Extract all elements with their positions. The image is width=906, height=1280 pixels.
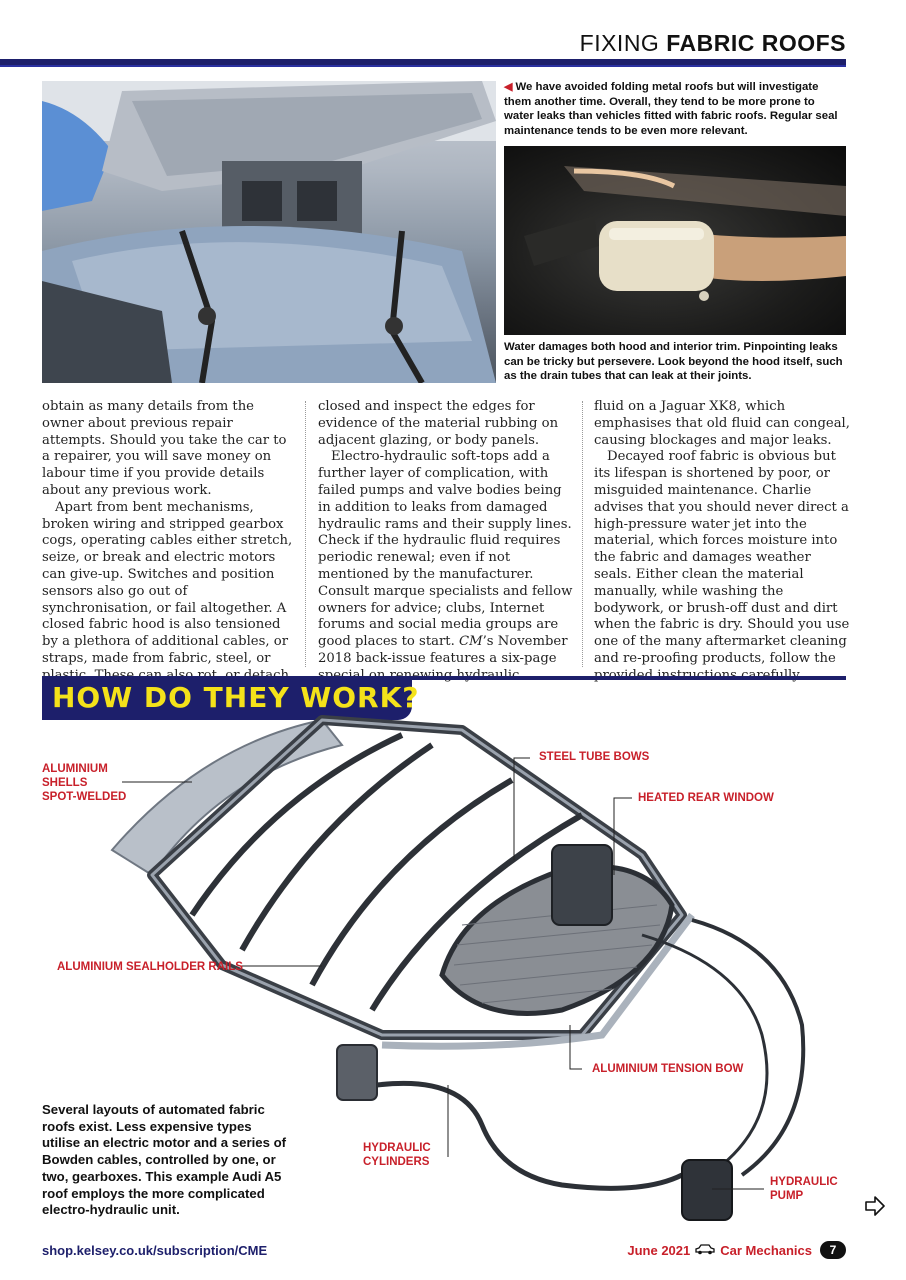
- header-title-bold: FABRIC ROOFS: [666, 30, 846, 56]
- label-steel-tube-bows: STEEL TUBE BOWS: [539, 751, 650, 763]
- car-icon-art: [695, 1243, 715, 1254]
- label-line: HYDRAULIC: [363, 1142, 431, 1154]
- label-line: ALUMINIUM: [42, 763, 108, 775]
- body-column-2: closed and inspect the edges for evidenc…: [318, 399, 574, 685]
- drain-tube-photo-art: [524, 166, 846, 301]
- footer-issue-info: June 2021 Car Mechanics 7: [627, 1241, 846, 1259]
- label-heated-rear-window: HEATED REAR WINDOW: [638, 792, 774, 804]
- body-column-1: obtain as many details from the owner ab…: [42, 399, 298, 718]
- paragraph: fluid on a Jaguar XK8, which emphasises …: [594, 399, 850, 448]
- label-line: PUMP: [770, 1190, 804, 1202]
- header-rule: [0, 59, 846, 65]
- paragraph: Decayed roof fabric is obvious but its l…: [594, 449, 850, 682]
- label-line: CYLINDERS: [363, 1156, 430, 1168]
- column-divider: [305, 401, 306, 667]
- label-line: SPOT-WELDED: [42, 791, 127, 803]
- next-arrow-icon[interactable]: [864, 1196, 886, 1220]
- label-line: HYDRAULIC: [770, 1176, 838, 1188]
- paragraph: obtain as many details from the owner ab…: [42, 399, 287, 498]
- paragraph: closed and inspect the edges for evidenc…: [318, 399, 559, 448]
- label-aluminium-shells: ALUMINIUM SHELLS SPOT-WELDED: [42, 762, 126, 804]
- roof-mechanism-photo-art: [42, 81, 496, 383]
- diagram-caption: Several layouts of automated fabric roof…: [42, 1102, 287, 1218]
- page-number: 7: [820, 1241, 846, 1259]
- drain-tube-photo: [504, 146, 846, 335]
- section-rule: [42, 676, 846, 680]
- caption-folding-metal-roofs: ◀We have avoided folding metal roofs but…: [504, 80, 846, 138]
- column-divider: [582, 401, 583, 667]
- paragraph: Apart from bent mechanisms, broken wirin…: [42, 499, 293, 717]
- label-tension-bow: ALUMINIUM TENSION BOW: [592, 1063, 744, 1075]
- paragraph: Electro-hydraulic soft-tops add a furthe…: [318, 449, 574, 684]
- left-triangle-icon: ◀: [504, 81, 513, 93]
- footer-subscription-link[interactable]: shop.kelsey.co.uk/subscription/CME: [42, 1243, 268, 1258]
- car-icon: [695, 1243, 715, 1258]
- next-arrow-icon-art: [865, 1196, 885, 1216]
- label-line: SHELLS: [42, 777, 88, 789]
- section-title: HOW DO THEY WORK?: [52, 681, 420, 714]
- label-hydraulic-pump: HYDRAULIC PUMP: [770, 1175, 838, 1203]
- header-rule-accent: [0, 65, 846, 67]
- label-sealholder-rails: ALUMINIUM SEALHOLDER RAILS: [57, 961, 243, 973]
- footer-date: June 2021: [627, 1242, 691, 1258]
- footer-magazine-name: Car Mechanics: [720, 1242, 812, 1258]
- header-title-light: FIXING: [579, 30, 660, 56]
- section-banner: [42, 678, 412, 720]
- roof-frame-diagram: ALUMINIUM SHELLS SPOT-WELDED STEEL TUBE …: [42, 705, 862, 1245]
- caption-top-text: We have avoided folding metal roofs but …: [504, 81, 838, 137]
- magazine-abbreviation: CM: [458, 634, 483, 650]
- roof-frame-diagram-art: [110, 715, 806, 1221]
- caption-water-damage: Water damages both hood and interior tri…: [504, 341, 843, 382]
- body-column-3: fluid on a Jaguar XK8, which emphasises …: [594, 399, 850, 685]
- paragraph-text: Electro-hydraulic soft-tops add a furthe…: [318, 449, 573, 650]
- label-hydraulic-cylinders: HYDRAULIC CYLINDERS: [363, 1141, 431, 1169]
- roof-mechanism-photo: [42, 81, 496, 383]
- page-header-title: FIXING FABRIC ROOFS: [580, 30, 846, 57]
